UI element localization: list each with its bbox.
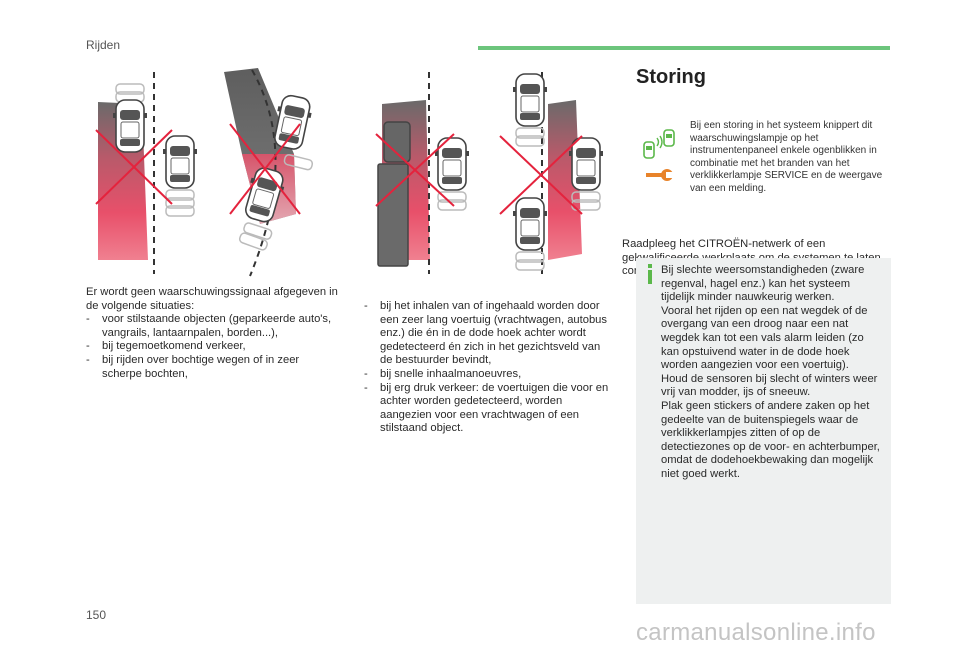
warning-lamp-text: Bij een storing in het systeem knippert … (690, 120, 883, 194)
list-item: -bij tegemoetkomend verkeer, (86, 340, 246, 353)
section-accent-bar (478, 46, 890, 50)
watermark: carmanualsonline.info (636, 619, 876, 646)
info-paragraph: Vooral het rijden op een nat wegdek of d… (661, 304, 868, 372)
blind-spot-warning-icon (643, 129, 675, 159)
info-box (636, 258, 891, 604)
left-column-text: Er wordt geen waarschuwingssignaal afgeg… (86, 286, 341, 381)
section-title: Rijden (86, 38, 121, 52)
info-icon (648, 264, 652, 284)
page-number: 150 (86, 608, 107, 622)
wrench-icon (646, 169, 674, 181)
blind-spot-illustration (95, 68, 604, 277)
info-text: Bij slechte weersomstandigheden (zware r… (661, 264, 883, 482)
info-paragraph: Bij slechte weersomstandigheden (zware r… (661, 264, 865, 304)
list-item: -bij rijden over bochtige wegen of in ze… (86, 353, 300, 380)
info-paragraph: Houd de sensoren bij slecht of winters w… (661, 372, 878, 399)
list-item: -bij snelle inhaalmanoeuvres, (364, 367, 522, 380)
list-item: -bij het inhalen van of ingehaald worden… (364, 300, 608, 367)
list-item: -bij erg druk verkeer: de voertuigen die… (364, 381, 609, 435)
middle-column-text: -bij het inhalen van of ingehaald worden… (364, 300, 614, 436)
info-paragraph: Plak geen stickers of andere zaken op he… (661, 399, 880, 480)
intro-paragraph: Er wordt geen waarschuwingssignaal afgeg… (86, 286, 338, 312)
list-item: -voor stilstaande objecten (geparkeerde … (86, 313, 332, 339)
storing-heading: Storing (636, 66, 706, 88)
